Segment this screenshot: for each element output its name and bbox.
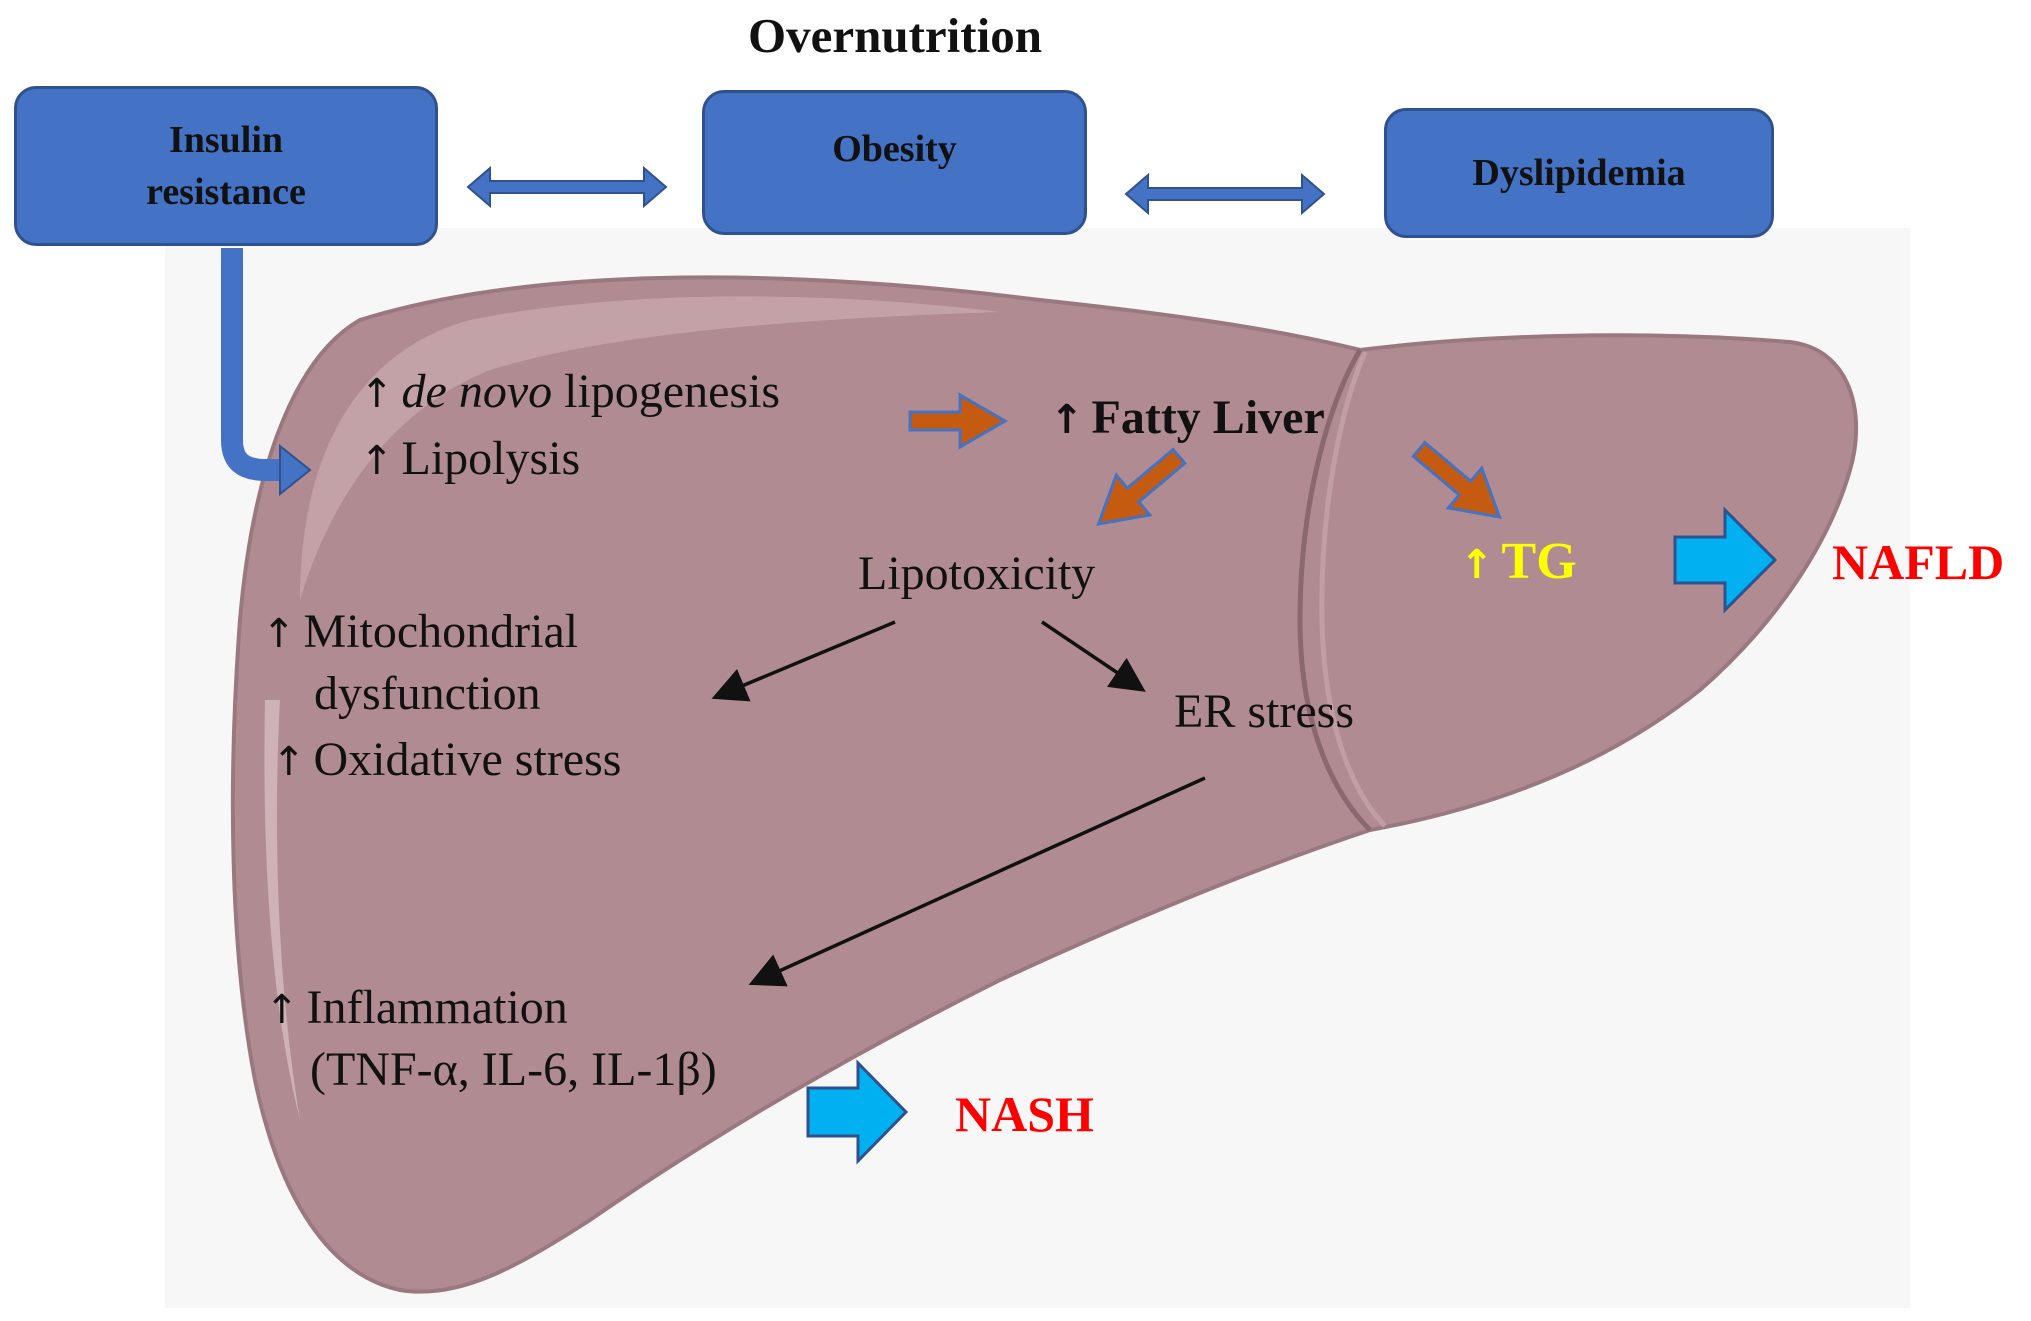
obesity-box: Obesity <box>702 90 1087 235</box>
oxidative-stress-label: ↑Oxidative stress <box>272 728 621 794</box>
inflammation-text: Inflammation <box>306 981 568 1034</box>
de-novo-lipogenesis-label: ↑de novo lipogenesis <box>360 360 780 426</box>
tg-text: TG <box>1501 533 1577 590</box>
er-stress-label: ER stress <box>1174 685 1354 738</box>
fatty-liver-text: Fatty Liver <box>1091 391 1325 444</box>
liver-lobe-shadow <box>1319 351 1387 828</box>
up-arrow-icon: ↑ <box>272 739 306 785</box>
cyan-arrow-to-nash <box>806 1059 909 1165</box>
liver-left-edge-highlight <box>264 700 300 1120</box>
nash-label: NASH <box>955 1086 1094 1142</box>
lipolysis-label: ↑Lipolysis <box>360 427 580 493</box>
orange-arrow-to-tg <box>1411 440 1502 519</box>
orange-arrow-to-fatty-liver <box>908 392 1008 450</box>
fatty-liver-label: ↑Fatty Liver <box>1050 386 1325 452</box>
up-arrow-icon: ↑ <box>360 371 394 417</box>
liver-highlight <box>300 296 1000 600</box>
up-arrow-icon: ↑ <box>1460 542 1494 588</box>
lipolysis-text: Lipolysis <box>401 432 581 485</box>
orange-arrow-to-lipotoxicity <box>1096 447 1187 526</box>
lipogenesis-text: lipogenesis <box>552 365 781 418</box>
mitochondrial-text: Mitochondrial <box>303 605 579 658</box>
arrow-er-stress-to-inflammation <box>748 776 1206 987</box>
liver-lobe-division <box>1297 348 1372 832</box>
nafld-label: NAFLD <box>1832 534 2005 590</box>
insulin-resistance-arrowhead <box>279 443 312 497</box>
double-arrow-obesity-dyslipidemia <box>1124 172 1326 216</box>
insulin-resistance-box: Insulin resistance <box>14 86 438 246</box>
up-arrow-icon: ↑ <box>1050 397 1084 443</box>
liver-main-lobe <box>230 275 1859 1294</box>
double-arrow-insulin-obesity <box>466 165 668 209</box>
inflammation-label: ↑Inflammation <box>265 976 568 1042</box>
dyslipidemia-box: Dyslipidemia <box>1384 108 1774 238</box>
up-arrow-icon: ↑ <box>360 438 394 484</box>
oxidative-stress-text: Oxidative stress <box>313 733 622 786</box>
insulin-resistance-elbow-arrow <box>221 248 282 481</box>
lipotoxicity-label: Lipotoxicity <box>858 547 1096 600</box>
arrow-lipotoxicity-to-er-stress <box>1041 620 1146 692</box>
dysfunction-label: dysfunction <box>314 667 541 720</box>
overnutrition-title: Overnutrition <box>748 8 1042 63</box>
liver-illustration <box>230 275 1859 1294</box>
cyan-arrow-to-nafld <box>1673 506 1778 614</box>
arrow-lipotoxicity-to-mitochondrial <box>711 620 896 702</box>
mitochondrial-dysfunction-label: ↑Mitochondrial <box>262 600 578 666</box>
up-arrow-icon: ↑ <box>265 987 299 1033</box>
de-novo-text: de novo <box>401 365 553 418</box>
tg-label: ↑TG <box>1460 530 1577 597</box>
cytokines-label: (TNF-α, IL-6, IL-1β) <box>310 1043 717 1096</box>
up-arrow-icon: ↑ <box>262 611 296 657</box>
